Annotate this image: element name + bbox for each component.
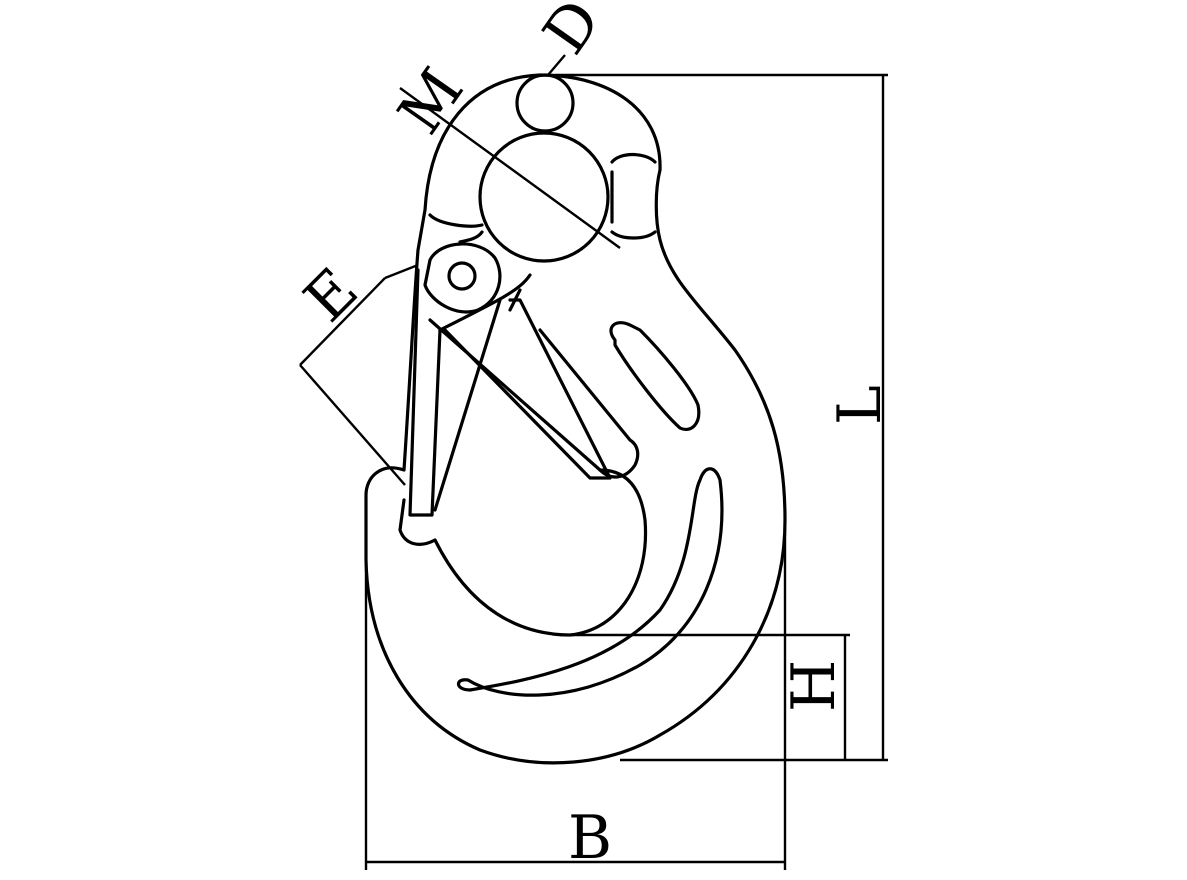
dim-e-line [299,263,419,486]
hook-throat-inner [433,468,648,637]
dim-md-line [399,54,621,249]
oblong-window [609,321,701,431]
label-d: D [530,0,615,67]
latch-pivot-pin [447,261,477,291]
hook-body-outline [364,73,787,765]
label-b: B [568,803,612,873]
eye-right-nut [610,152,657,240]
dim-l-line [555,73,888,762]
latch-spring [433,273,532,512]
hook-tip-inner [398,498,437,546]
eye-cutout [428,213,484,244]
dim-h-line [560,633,850,760]
latch-pivot-outer [423,242,502,314]
dim-b-line [364,520,787,870]
latch-lower-body [428,318,640,479]
eye-pin-large [478,131,610,263]
groove-slot [456,467,724,697]
latch-arm [408,268,612,517]
label-l: L [825,385,895,425]
label-e: E [291,255,371,335]
eye-bolt-head [515,73,575,133]
label-h: H [779,660,849,712]
